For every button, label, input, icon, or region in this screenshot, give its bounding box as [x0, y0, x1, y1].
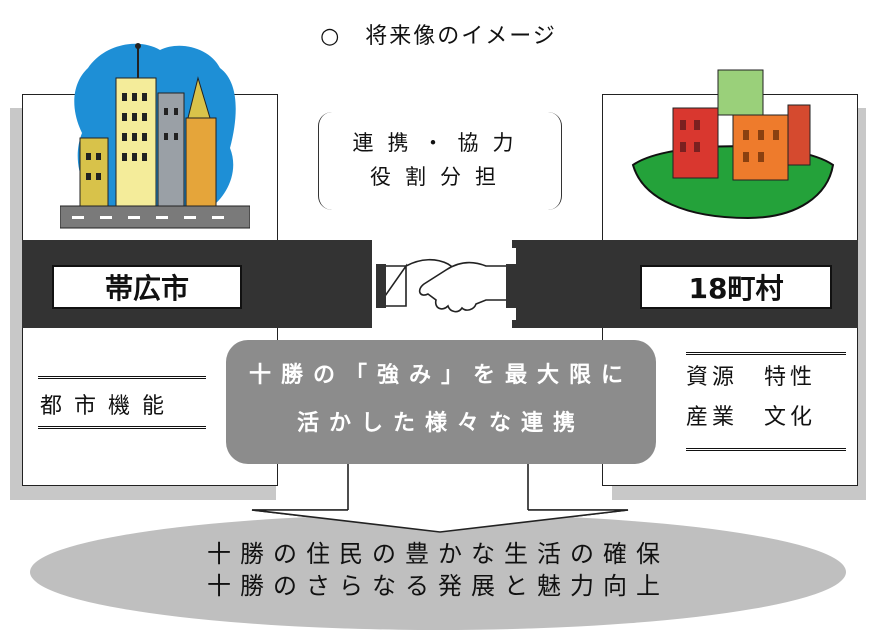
goal-line-1: 十勝の住民の豊かな生活の確保: [207, 540, 669, 568]
right-rule-bottom: [686, 448, 846, 451]
city-buildings-icon: [60, 43, 250, 229]
town-houses-icon: [631, 69, 835, 220]
left-name-box: 帯広市: [52, 265, 242, 309]
highlight-line-2: 活かした様々な連携: [296, 411, 585, 436]
down-arrow-overlay: [251, 494, 629, 533]
right-name-label: 18町村: [688, 272, 784, 305]
right-feature-2: 産業 文化: [686, 405, 817, 430]
goal-ellipse: [30, 514, 846, 630]
goal-line-2: 十勝のさらなる発展と魅力向上: [207, 572, 669, 600]
handshake-icon: [376, 248, 516, 320]
page-title: ○ 将来像のイメージ: [320, 24, 557, 49]
left-rule-top: [38, 376, 206, 379]
left-name-label: 帯広市: [104, 272, 189, 305]
right-name-box: 18町村: [640, 265, 832, 309]
right-features: 資源 特性 産業 文化: [686, 358, 858, 438]
center-line-2: 役割分担: [370, 165, 510, 189]
right-rule-top: [686, 352, 846, 355]
highlight-box: 十勝の「強み」を最大限に 活かした様々な連携: [226, 340, 656, 464]
left-feature: 都市機能: [40, 394, 177, 419]
right-feature-1: 資源 特性: [686, 365, 817, 390]
highlight-line-1: 十勝の「強み」を最大限に: [248, 363, 633, 388]
center-line-1: 連携・協力: [352, 131, 528, 155]
center-bracket: [318, 112, 562, 210]
left-rule-bottom: [38, 426, 206, 429]
goal-text: 十勝の住民の豊かな生活の確保 十勝のさらなる発展と魅力向上: [30, 538, 846, 602]
center-text: 連携・協力 役割分担: [318, 126, 562, 194]
